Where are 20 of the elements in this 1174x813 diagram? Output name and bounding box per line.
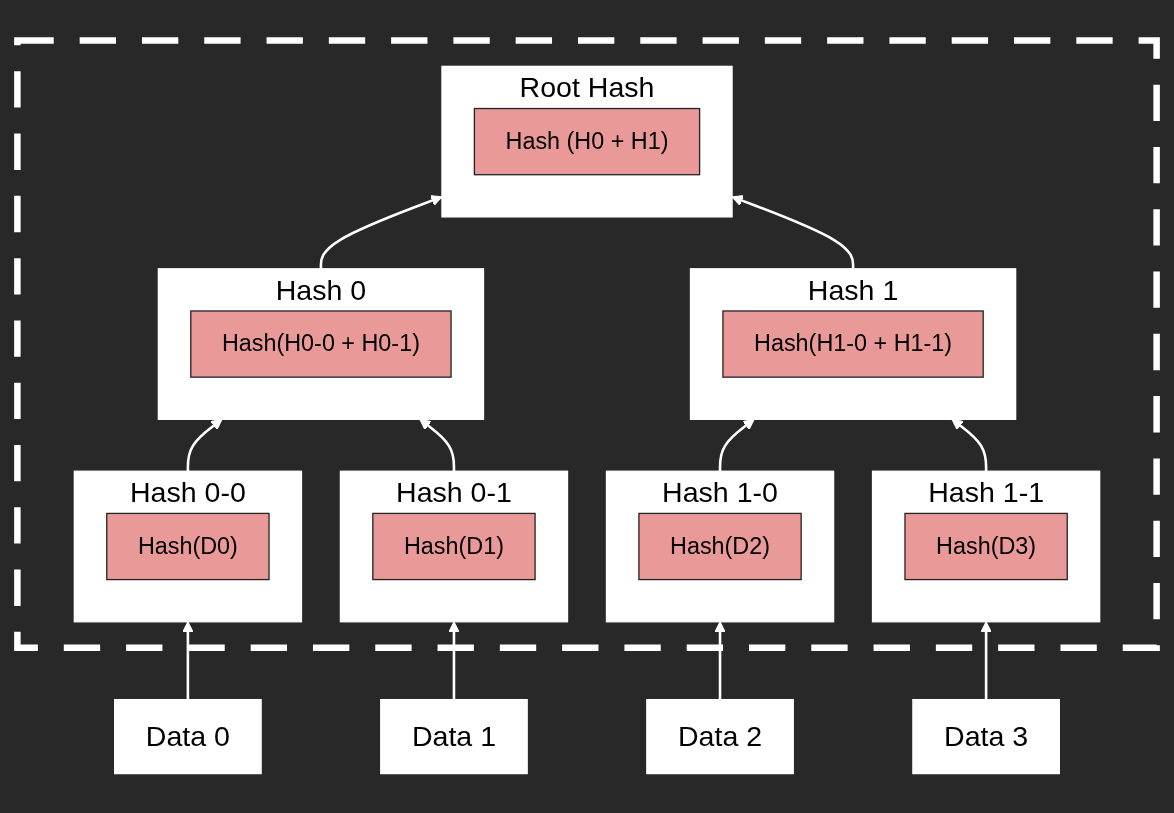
- arrow: [951, 418, 988, 471]
- cluster: [14, 36, 1160, 651]
- node-box: Hash(D1): [372, 512, 536, 580]
- arrow: [980, 620, 992, 700]
- node-box: Hash(D2): [638, 512, 802, 580]
- arrow: [419, 418, 456, 471]
- arrow: [714, 620, 726, 700]
- arrow: [182, 620, 194, 700]
- node-box: Hash(D0): [106, 512, 270, 580]
- node-box: Data 1: [380, 698, 528, 774]
- arrow: [186, 418, 223, 471]
- arrow: [718, 418, 755, 471]
- node-box: Data 2: [646, 698, 794, 774]
- node-box: Data 3: [912, 698, 1060, 774]
- node-box: Hash(H0-0 + H0-1): [190, 309, 452, 378]
- node-box: Hash(D3): [904, 512, 1068, 580]
- node-box: Hash (H0 + H1): [473, 107, 701, 175]
- arrow: [448, 620, 460, 700]
- node-box: Data 0: [114, 698, 262, 774]
- node-box: Hash(H1-0 + H1-1): [722, 309, 984, 378]
